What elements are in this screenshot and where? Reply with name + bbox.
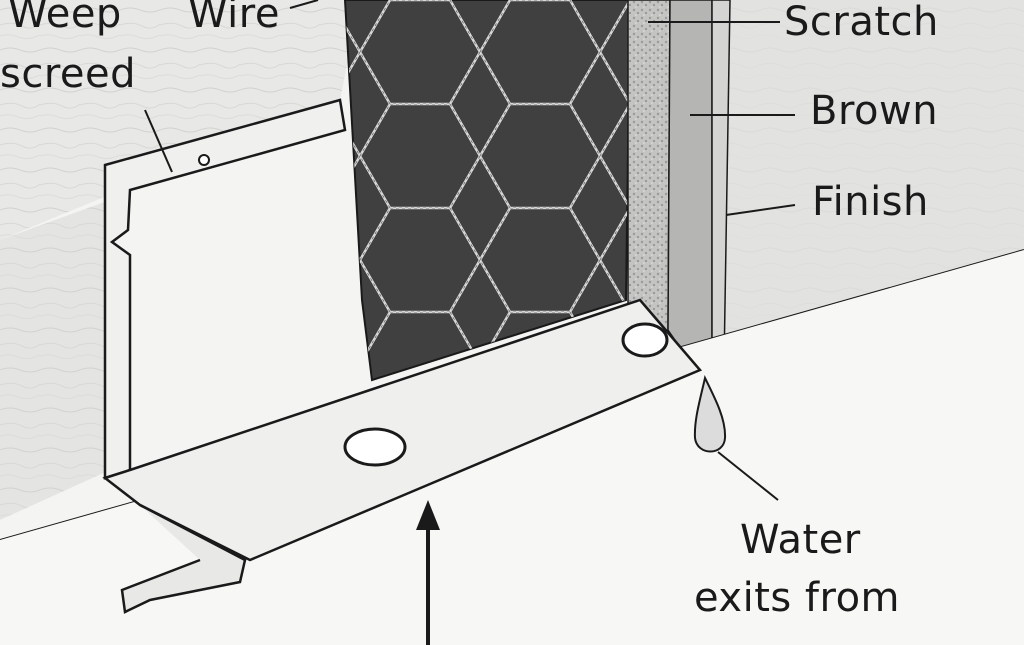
label-weep: Weep	[8, 0, 122, 37]
label-exits-from: exits from	[694, 575, 901, 621]
leader-lines	[144, 0, 796, 501]
sheathing-wall	[0, 0, 360, 520]
scratch-coat	[627, 0, 671, 352]
building-paper	[343, 0, 632, 382]
brown-coat	[667, 0, 713, 363]
arrow-up-icon	[416, 500, 440, 645]
label-screed: screed	[0, 51, 137, 97]
weep-screed	[102, 98, 703, 614]
label-brown: Brown	[810, 88, 939, 134]
water-drop-icon	[693, 375, 727, 453]
label-wire: Wire	[188, 0, 280, 37]
leader-wire	[289, 0, 319, 9]
label-finish: Finish	[812, 179, 929, 225]
label-scratch: Scratch	[784, 0, 939, 45]
weep-hole	[343, 427, 407, 467]
leader-weep-screed	[144, 109, 173, 173]
leader-water	[717, 451, 779, 501]
leader-finish	[725, 204, 796, 216]
weep-hole	[621, 322, 669, 358]
label-water: Water	[740, 517, 861, 563]
